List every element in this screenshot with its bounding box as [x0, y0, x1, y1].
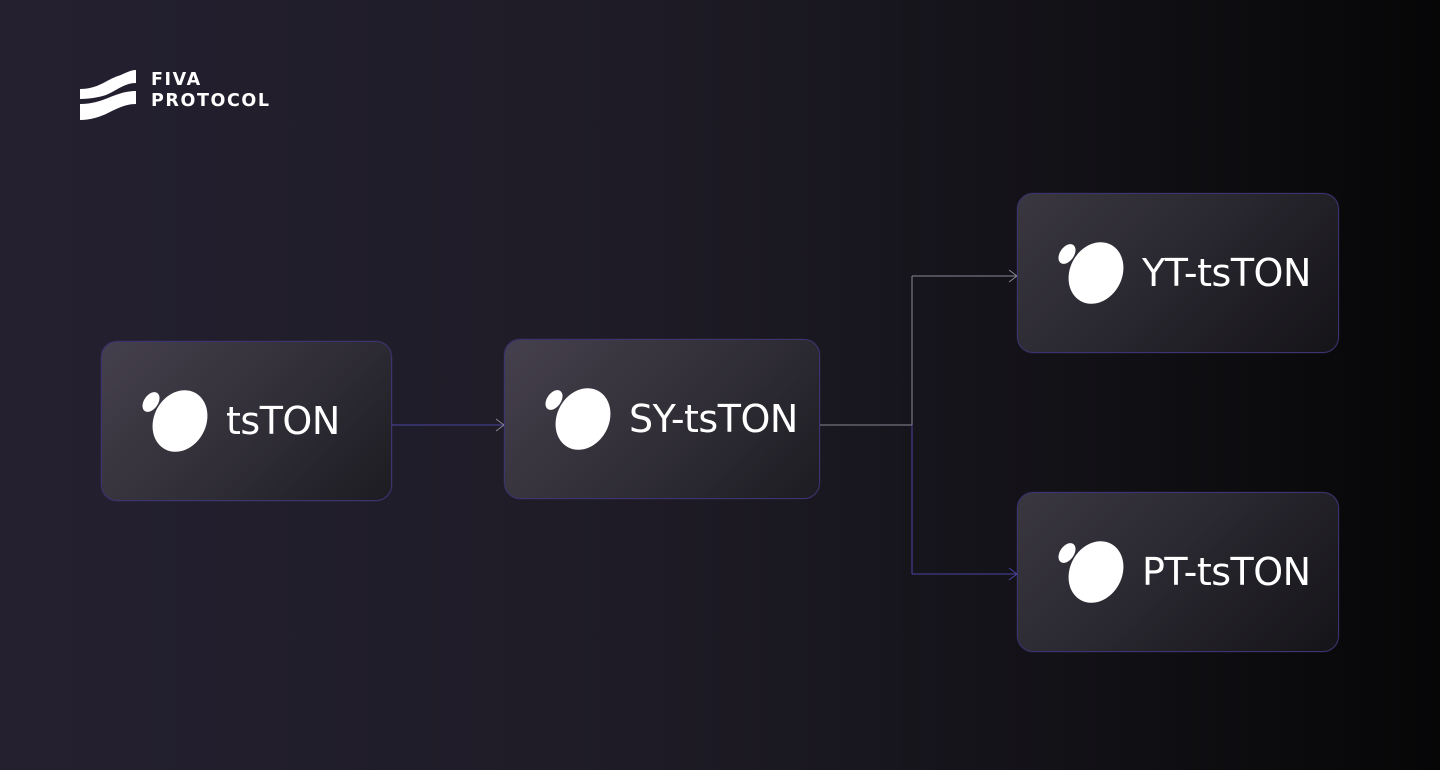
tonstakers-icon — [138, 380, 218, 462]
brand-name-line2: PROTOCOL — [151, 91, 271, 111]
node-label-tston: tsTON — [226, 399, 340, 443]
node-tston: tsTON — [101, 341, 392, 501]
fiva-logo: FIVA PROTOCOL — [80, 70, 310, 122]
arrowhead-sy — [495, 418, 505, 432]
arrowhead-yt — [1008, 269, 1018, 283]
node-yt-tston: YT-tsTON — [1017, 193, 1339, 353]
node-sy-tston: SY-tsTON — [504, 339, 820, 499]
arrowhead-pt — [1008, 567, 1018, 581]
node-label-yt-tston: YT-tsTON — [1142, 251, 1311, 295]
node-label-sy-tston: SY-tsTON — [629, 397, 798, 441]
tonstakers-icon — [1054, 531, 1134, 613]
node-pt-tston: PT-tsTON — [1017, 492, 1339, 652]
tonstakers-icon — [1054, 232, 1134, 314]
brand-name: FIVA PROTOCOL — [151, 70, 271, 112]
fiva-flag-icon — [80, 70, 136, 120]
tonstakers-icon — [541, 378, 621, 460]
node-label-pt-tston: PT-tsTON — [1142, 550, 1311, 594]
brand-name-line1: FIVA — [151, 70, 202, 90]
